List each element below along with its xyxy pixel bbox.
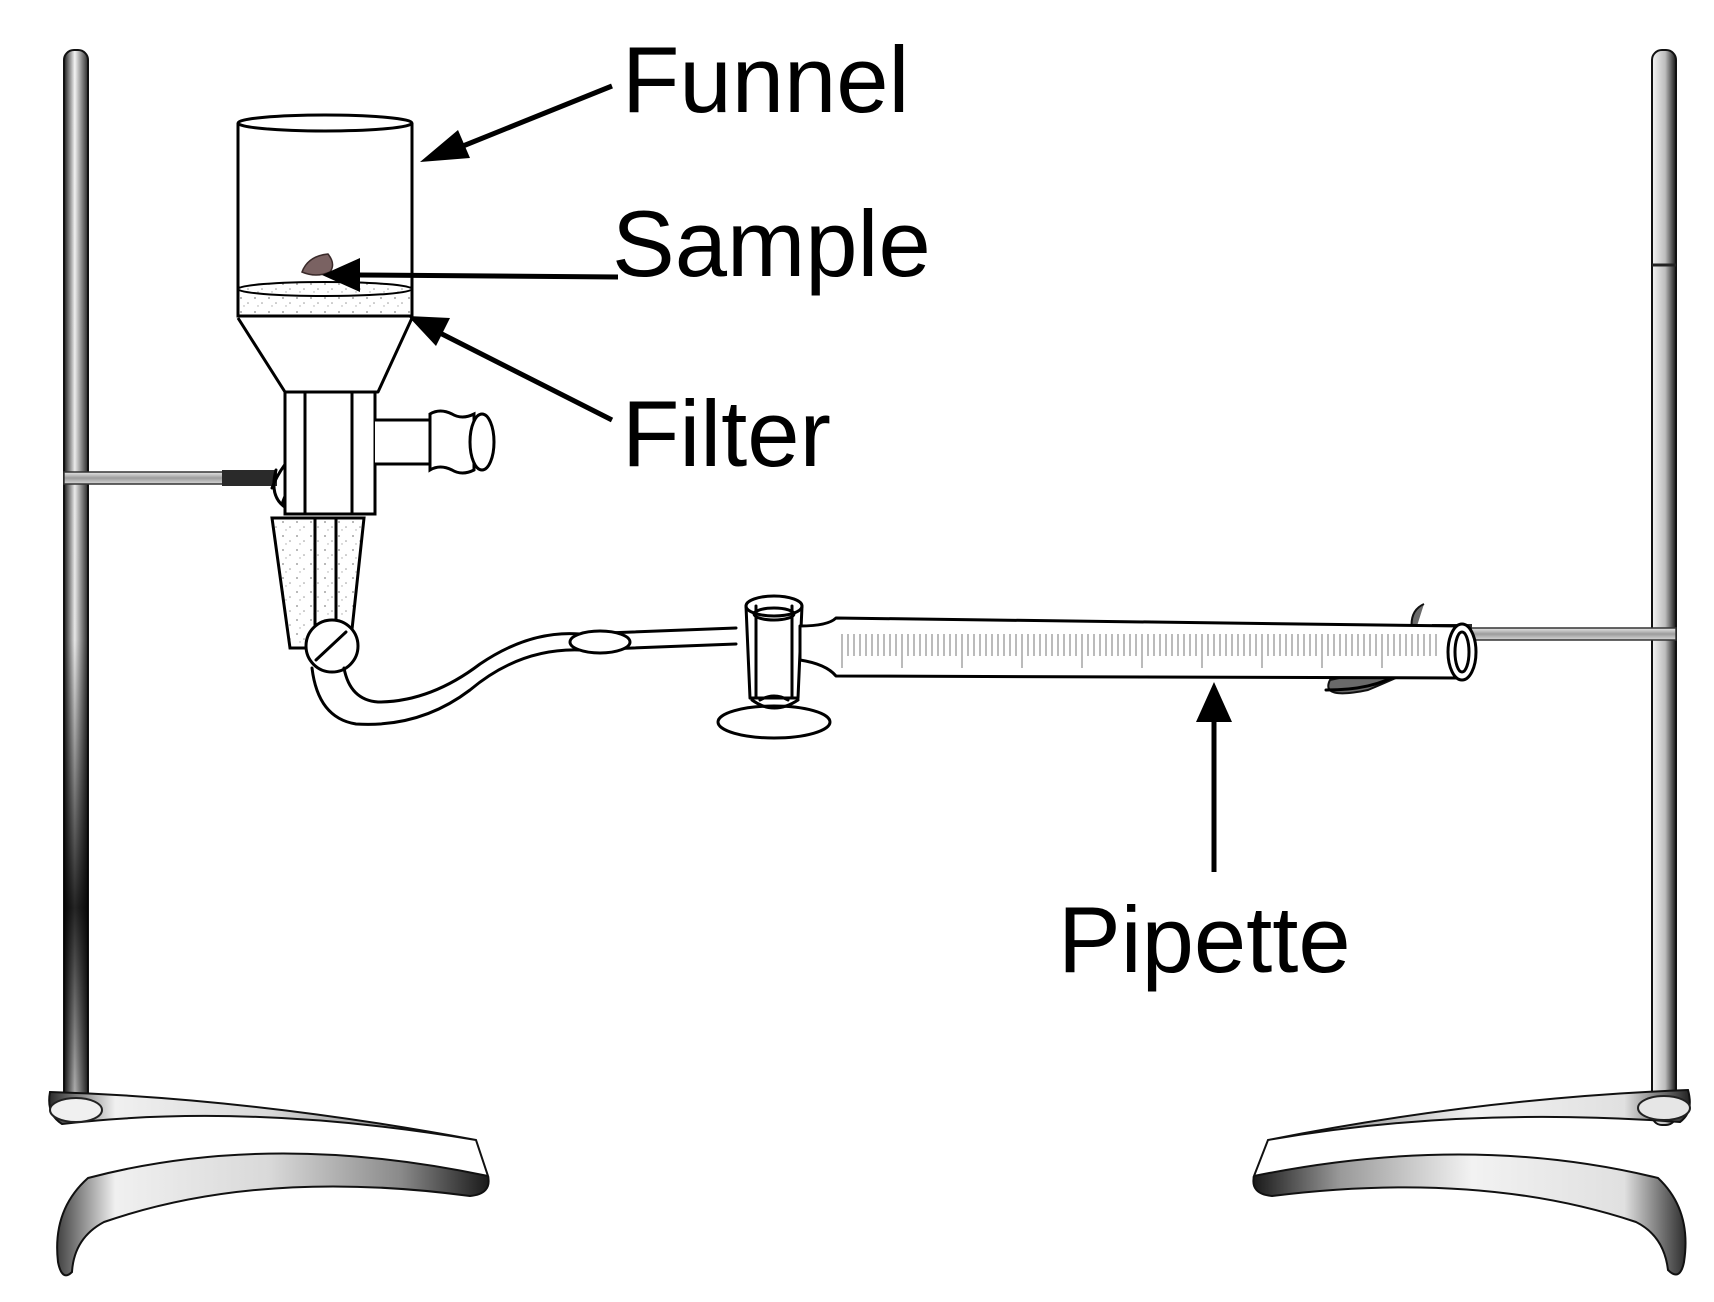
right-stand [1252, 49, 1691, 1276]
left-stand [48, 49, 490, 1277]
pipette-graduations [841, 634, 1437, 668]
filter-arrow [408, 316, 614, 423]
funnel-arrow [420, 83, 613, 162]
label-funnel: Funnel [622, 27, 909, 132]
right-stand-rod [1651, 49, 1677, 1126]
connecting-tube [310, 626, 738, 726]
pipette [798, 616, 1478, 682]
label-sample: Sample [612, 191, 931, 296]
arrows [322, 83, 1232, 872]
right-stand-base [1252, 1088, 1691, 1276]
left-stand-base [48, 1090, 490, 1277]
label-filter: Filter [622, 381, 831, 486]
sample-arrow [322, 258, 619, 292]
pipette-arrow [1196, 682, 1232, 872]
label-pipette: Pipette [1058, 887, 1351, 992]
stopcock [716, 594, 834, 740]
sample-piece [301, 253, 334, 276]
funnel [236, 113, 496, 674]
